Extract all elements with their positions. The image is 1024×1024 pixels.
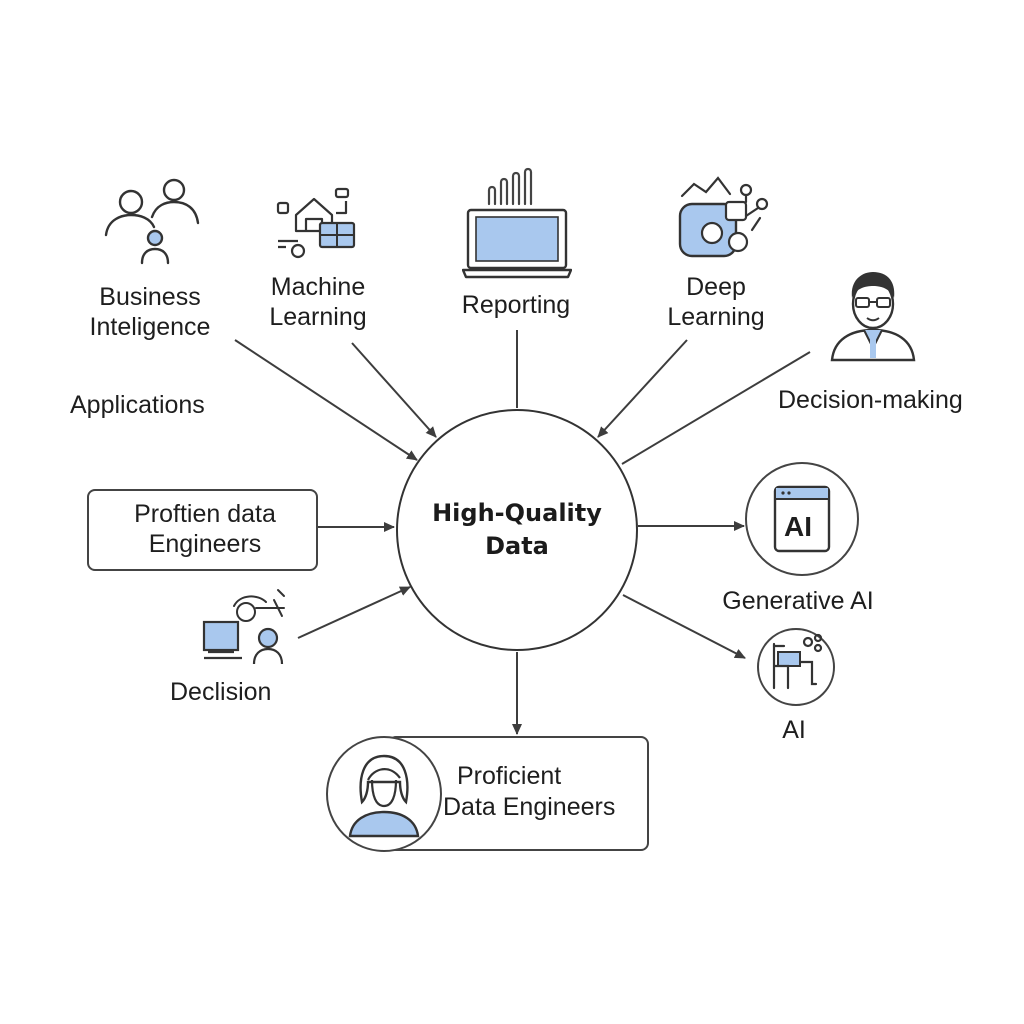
machine-learning-icon — [276, 187, 356, 259]
proficient-data-engineers-label: Proficient Data Engineers — [443, 762, 616, 821]
decision-making-label: Decision-making — [778, 386, 963, 414]
hub-title: High-Quality Data — [432, 499, 602, 560]
generative-ai-label: Generative AI — [722, 587, 874, 615]
connector-machine-learning — [351, 342, 437, 438]
machine-learning-label: Machine Learning — [269, 273, 367, 331]
applications-label: Applications — [70, 391, 205, 419]
robot-arm-icon — [772, 633, 823, 690]
computer-user-icon — [202, 589, 285, 665]
connector-ai — [622, 594, 746, 659]
ai-window-icon — [773, 485, 831, 553]
people-group-icon — [104, 178, 200, 265]
high-quality-data-hub[interactable]: High-Quality Data — [396, 409, 638, 651]
generative-ai-badge: AI — [784, 511, 812, 542]
connector-business-intelligence — [234, 339, 418, 461]
connector-decision-making — [621, 351, 811, 465]
connector-declision — [297, 586, 411, 639]
proftien-data-engineers-box[interactable]: Proftien data Engineers — [87, 489, 318, 571]
laptop-icon — [462, 208, 572, 279]
connector-deep-learning — [597, 339, 688, 438]
ai-label: AI — [782, 716, 806, 744]
bar-chart-data-icon — [487, 167, 533, 206]
woman-avatar-icon — [348, 754, 420, 838]
professional-avatar-icon — [830, 272, 916, 362]
declision-label: Declision — [170, 678, 272, 706]
business-intelligence-label: Business Inteligence — [89, 283, 211, 341]
neural-network-icon — [678, 176, 769, 258]
reporting-label: Reporting — [461, 291, 571, 319]
proftien-data-engineers-label: Proftien data Engineers — [134, 500, 276, 558]
deep-learning-label: Deep Learning — [667, 273, 765, 331]
